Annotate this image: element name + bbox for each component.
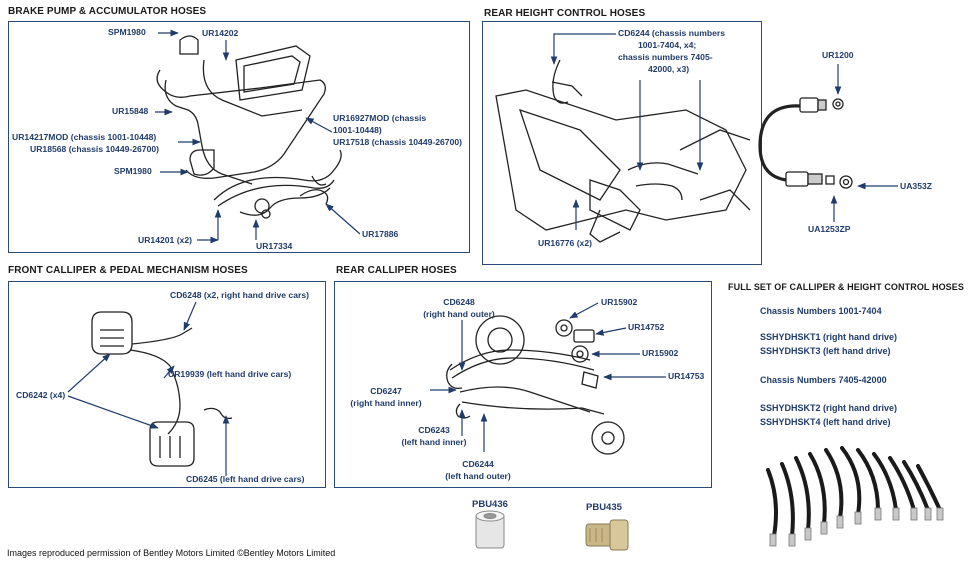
label-cd6248-rear-1: CD6248 — [443, 297, 475, 307]
label-ur17334: UR17334 — [256, 241, 293, 251]
label-ur14201: UR14201 (x2) — [138, 235, 192, 245]
label-ur15902-mid: UR15902 — [642, 348, 679, 358]
label-spm1980-top: SPM1980 — [108, 27, 146, 37]
label-ua353z: UA353Z — [900, 181, 932, 191]
label-cd6242: CD6242 (x4) — [16, 390, 66, 400]
full-set-line-6: SSHYDHSKT4 (left hand drive) — [760, 417, 891, 427]
full-set-line-4: Chassis Numbers 7405-42000 — [760, 375, 887, 385]
label-ur19939: UR19939 (left hand drive cars) — [168, 369, 292, 379]
full-set-line-3: SSHYDHSKT3 (left hand drive) — [760, 346, 891, 356]
label-cd6244-3: chassis numbers 7405- — [618, 52, 713, 62]
copyright-footer: Images reproduced permission of Bentley … — [7, 548, 336, 558]
label-ua1253zp: UA1253ZP — [808, 224, 851, 234]
hose-set-fittings — [769, 507, 944, 547]
label-cd6244-rear-1: CD6244 — [462, 459, 494, 469]
label-cd6244-1: CD6244 (chassis numbers — [618, 28, 725, 38]
front-calliper-panel — [8, 281, 326, 488]
label-ur17518: UR17518 (chassis 10449-26700) — [333, 137, 462, 147]
unions-drawing — [758, 97, 853, 189]
label-cd6244-rear-2: (left hand outer) — [445, 471, 511, 481]
label-ur16927-1: UR16927MOD (chassis — [333, 113, 427, 123]
label-ur14202: UR14202 — [202, 28, 239, 38]
brake-pump-title: BRAKE PUMP & ACCUMULATOR HOSES — [8, 6, 207, 17]
label-cd6243-2: (left hand inner) — [401, 437, 467, 447]
label-ur1200: UR1200 — [822, 50, 854, 60]
label-cd6247-2: (right hand inner) — [350, 398, 422, 408]
label-cd6245: CD6245 (left hand drive cars) — [186, 474, 305, 484]
label-ur14753: UR14753 — [668, 371, 705, 381]
full-set-line-1: Chassis Numbers 1001-7404 — [760, 306, 882, 316]
label-spm1980-bottom: SPM1980 — [114, 166, 152, 176]
label-ur16776: UR16776 (x2) — [538, 238, 592, 248]
label-ur16927-2: 1001-10448) — [333, 125, 382, 135]
front-calliper-title: FRONT CALLIPER & PEDAL MECHANISM HOSES — [8, 265, 248, 276]
label-cd6244-2: 1001-7404, x4; — [638, 40, 697, 50]
label-cd6247-1: CD6247 — [370, 386, 402, 396]
full-set-line-2: SSHYDHSKT1 (right hand drive) — [760, 332, 898, 342]
label-cd6244-4: 42000, x3) — [648, 64, 690, 74]
rear-height-title: REAR HEIGHT CONTROL HOSES — [484, 8, 646, 19]
label-pbu435: PBU435 — [586, 502, 622, 513]
hose-set-photo — [766, 446, 942, 538]
label-ur14752: UR14752 — [628, 322, 665, 332]
label-cd6248-front: CD6248 (x2, right hand drive cars) — [170, 290, 309, 300]
rear-calliper-panel — [334, 281, 712, 488]
label-cd6243-1: CD6243 — [418, 425, 450, 435]
label-ur15902-top: UR15902 — [601, 297, 638, 307]
label-pbu436: PBU436 — [472, 499, 508, 510]
label-ur15848: UR15848 — [112, 106, 149, 116]
rear-calliper-title: REAR CALLIPER HOSES — [336, 265, 457, 276]
pbu436-photo — [475, 510, 505, 549]
full-set-line-5: SSHYDHSKT2 (right hand drive) — [760, 403, 898, 413]
label-ur14217: UR14217MOD (chassis 1001-10448) — [12, 132, 157, 142]
label-cd6248-rear-2: (right hand outer) — [423, 309, 495, 319]
label-ur17886: UR17886 — [362, 229, 399, 239]
pbu435-photo — [585, 519, 629, 551]
label-ur18568: UR18568 (chassis 10449-26700) — [30, 144, 159, 154]
full-set-title: FULL SET OF CALLIPER & HEIGHT CONTROL HO… — [728, 282, 964, 292]
